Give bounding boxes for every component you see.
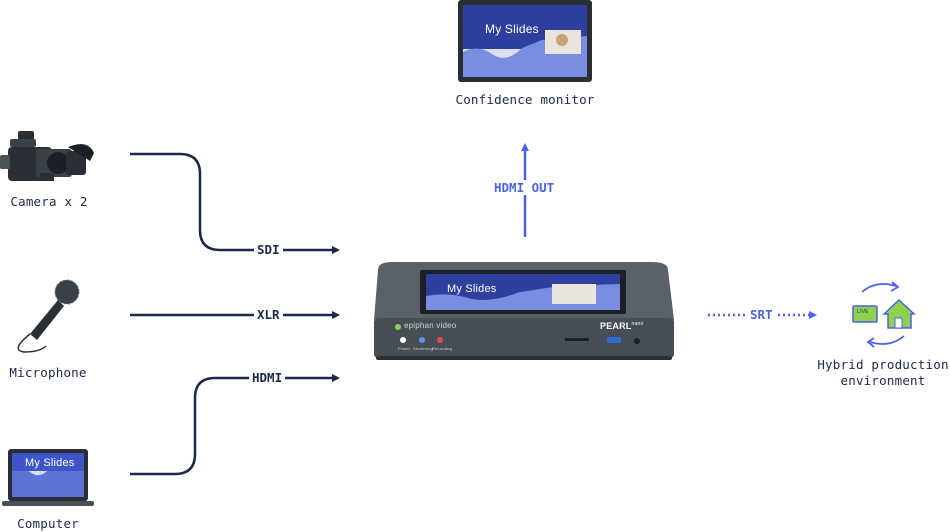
hdmi-out-label: HDMI OUT	[491, 180, 558, 195]
device-brand: epiphan video	[404, 321, 457, 330]
sdi-line	[130, 152, 340, 254]
device-model: PEARLnano	[600, 321, 643, 331]
laptop-screen-text: My Slides	[25, 457, 75, 469]
xlr-label: XLR	[254, 307, 283, 322]
camera-label: Camera x 2	[10, 194, 88, 209]
hdmi-label: HDMI	[249, 370, 286, 385]
monitor-screen-text: My Slides	[485, 22, 539, 36]
computer-label: Computer	[17, 516, 79, 531]
live-badge: LIVE	[857, 309, 869, 315]
device-button-label-streaming: Streaming	[413, 346, 434, 351]
sdi-label: SDI	[254, 242, 283, 257]
confidence-monitor-label: Confidence monitor	[455, 92, 595, 107]
hybrid-label-line1: Hybrid production	[817, 357, 949, 372]
srt-label: SRT	[747, 307, 776, 322]
device-model-suffix: nano	[631, 321, 644, 327]
hdmi-line	[130, 374, 340, 476]
device-button-label-recording: Recording	[432, 346, 453, 351]
device-button-label-power: Power	[398, 346, 411, 351]
device-model-name: PEARL	[600, 321, 632, 331]
microphone-label: Microphone	[9, 365, 87, 380]
hybrid-label-line2: environment	[840, 373, 926, 388]
device-screen-text: My Slides	[447, 283, 497, 295]
